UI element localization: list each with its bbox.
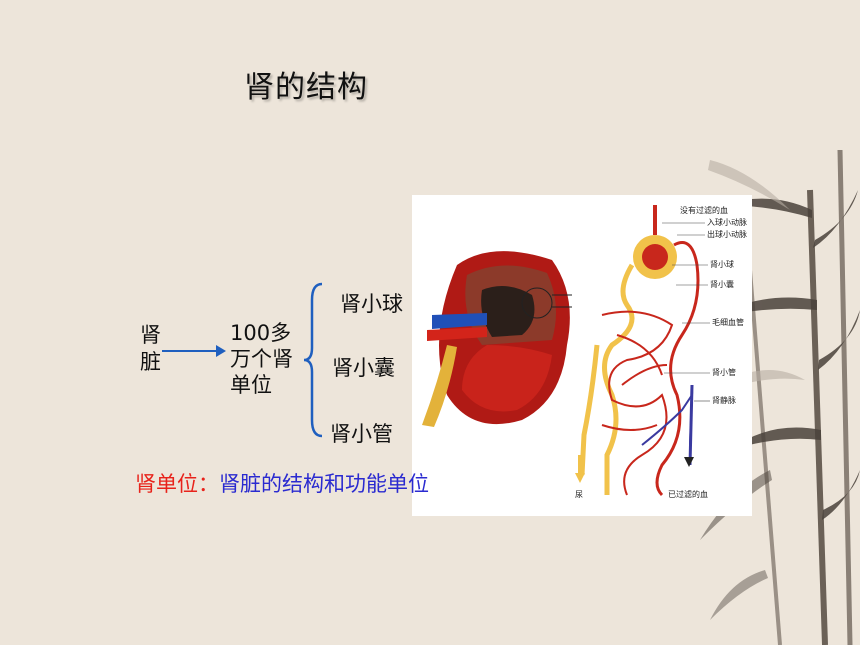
kidney-label: 肾 脏: [140, 323, 161, 374]
label-tubule: 肾小管: [712, 367, 736, 377]
nephron-illustration: 没有过滤的血 入球小动脉 出球小动脉 肾小球 肾小囊 毛细血管 肾小管 肾静脉 …: [422, 205, 747, 499]
arrow-icon: [162, 345, 226, 357]
part-glomerulus: 肾小球: [340, 292, 403, 316]
label-unfiltered-blood: 没有过滤的血: [680, 205, 728, 215]
label-urine: 尿: [575, 490, 583, 499]
nephron-definition: 肾单位：肾脏的结构和功能单位: [135, 468, 429, 498]
nephron-count-label: 100多万个肾单位: [230, 321, 293, 397]
definition-term: 肾单位：: [135, 472, 219, 496]
label-capsule: 肾小囊: [710, 279, 734, 289]
part-tubule: 肾小管: [330, 422, 393, 446]
brace-icon: [303, 282, 323, 438]
part-capsule: 肾小囊: [332, 356, 395, 380]
kidney-image: [422, 251, 572, 427]
definition-text: 肾脏的结构和功能单位: [219, 472, 429, 496]
page-title: 肾的结构: [244, 70, 368, 105]
label-filtered-blood: 已过滤的血: [668, 489, 708, 499]
nephron-structure: [575, 205, 700, 497]
label-renal-vein: 肾静脉: [712, 395, 736, 405]
label-efferent: 出球小动脉: [707, 229, 747, 239]
label-glomerulus: 肾小球: [710, 259, 734, 269]
bamboo-decoration: [700, 150, 860, 645]
label-capillaries: 毛细血管: [712, 317, 744, 327]
nephron-diagram: 没有过滤的血 入球小动脉 出球小动脉 肾小球 肾小囊 毛细血管 肾小管 肾静脉 …: [412, 195, 752, 516]
label-afferent: 入球小动脉: [707, 217, 747, 227]
